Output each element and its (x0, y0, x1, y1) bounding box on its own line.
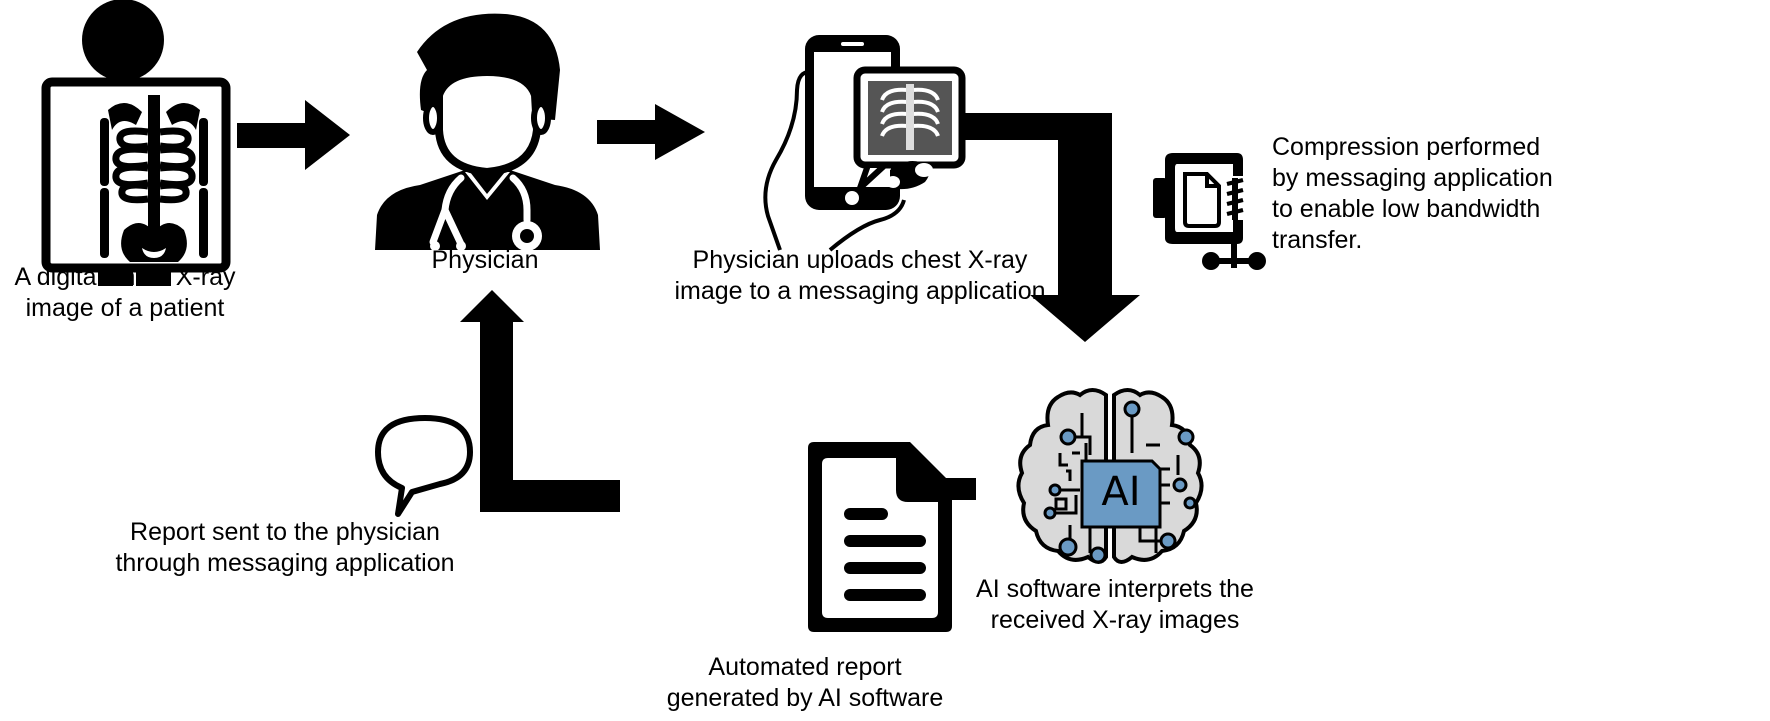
upload-label: Physician uploads chest X-ray image to a… (660, 245, 1060, 307)
ai-node (1058, 537, 1078, 557)
physician-label-line-1: Physician (431, 246, 539, 274)
message-label-line-1: Report sent to the physician (130, 518, 440, 546)
ai-label-line-1: AI software interprets the (976, 575, 1254, 603)
xray-label-line-2: image of a patient (25, 294, 225, 322)
ai-label: AI software interprets the received X-ra… (955, 574, 1275, 636)
arrow-shape (460, 290, 620, 512)
compression-label-line-1: Compression performed (1272, 133, 1541, 161)
upload-label-line-2: image to a messaging application (674, 277, 1046, 305)
ai-node (1048, 483, 1062, 497)
xray-label-line-1: A digital chest X-ray (14, 263, 236, 291)
upload-label-line-1: Physician uploads chest X-ray (692, 246, 1028, 274)
ai-node (1059, 428, 1077, 446)
ai-node (1183, 496, 1197, 510)
ai-chip (1080, 459, 1162, 529)
compression-label: Compression performed by messaging appli… (1272, 132, 1572, 256)
ai-node (1172, 477, 1188, 493)
compression-label-line-2: by messaging application (1272, 164, 1553, 192)
physician-label: Physician (410, 245, 560, 276)
ai-node (1123, 400, 1141, 418)
report-label-line-1: Automated report (708, 653, 902, 681)
ai-node (1089, 546, 1107, 564)
compression-clamp-icon (1153, 153, 1266, 270)
ai-chip-text: AI (1101, 469, 1141, 515)
ai-node (1177, 428, 1195, 446)
xray-label: A digital chest X-ray image of a patient (0, 262, 250, 324)
document-icon (808, 442, 952, 632)
compression-label-line-3: to enable low bandwidth (1272, 195, 1541, 223)
physician-icon (375, 13, 600, 251)
report-label-line-2: generated by AI software (666, 684, 944, 712)
report-label: Automated report generated by AI softwar… (650, 652, 960, 714)
ai-node (1159, 532, 1177, 550)
chest-xray-icon (41, 0, 231, 286)
ai-brain-icon (1016, 388, 1204, 564)
compression-label-line-4: transfer. (1272, 226, 1363, 254)
ai-label-line-2: received X-ray images (990, 606, 1240, 634)
arrow-shape (960, 113, 1140, 342)
message-label-line-2: through messaging application (115, 549, 455, 577)
phone-upload-icon (763, 35, 966, 252)
ai-node (1043, 506, 1057, 520)
message-label: Report sent to the physician through mes… (110, 517, 460, 579)
speech-bubble-icon (375, 415, 473, 517)
